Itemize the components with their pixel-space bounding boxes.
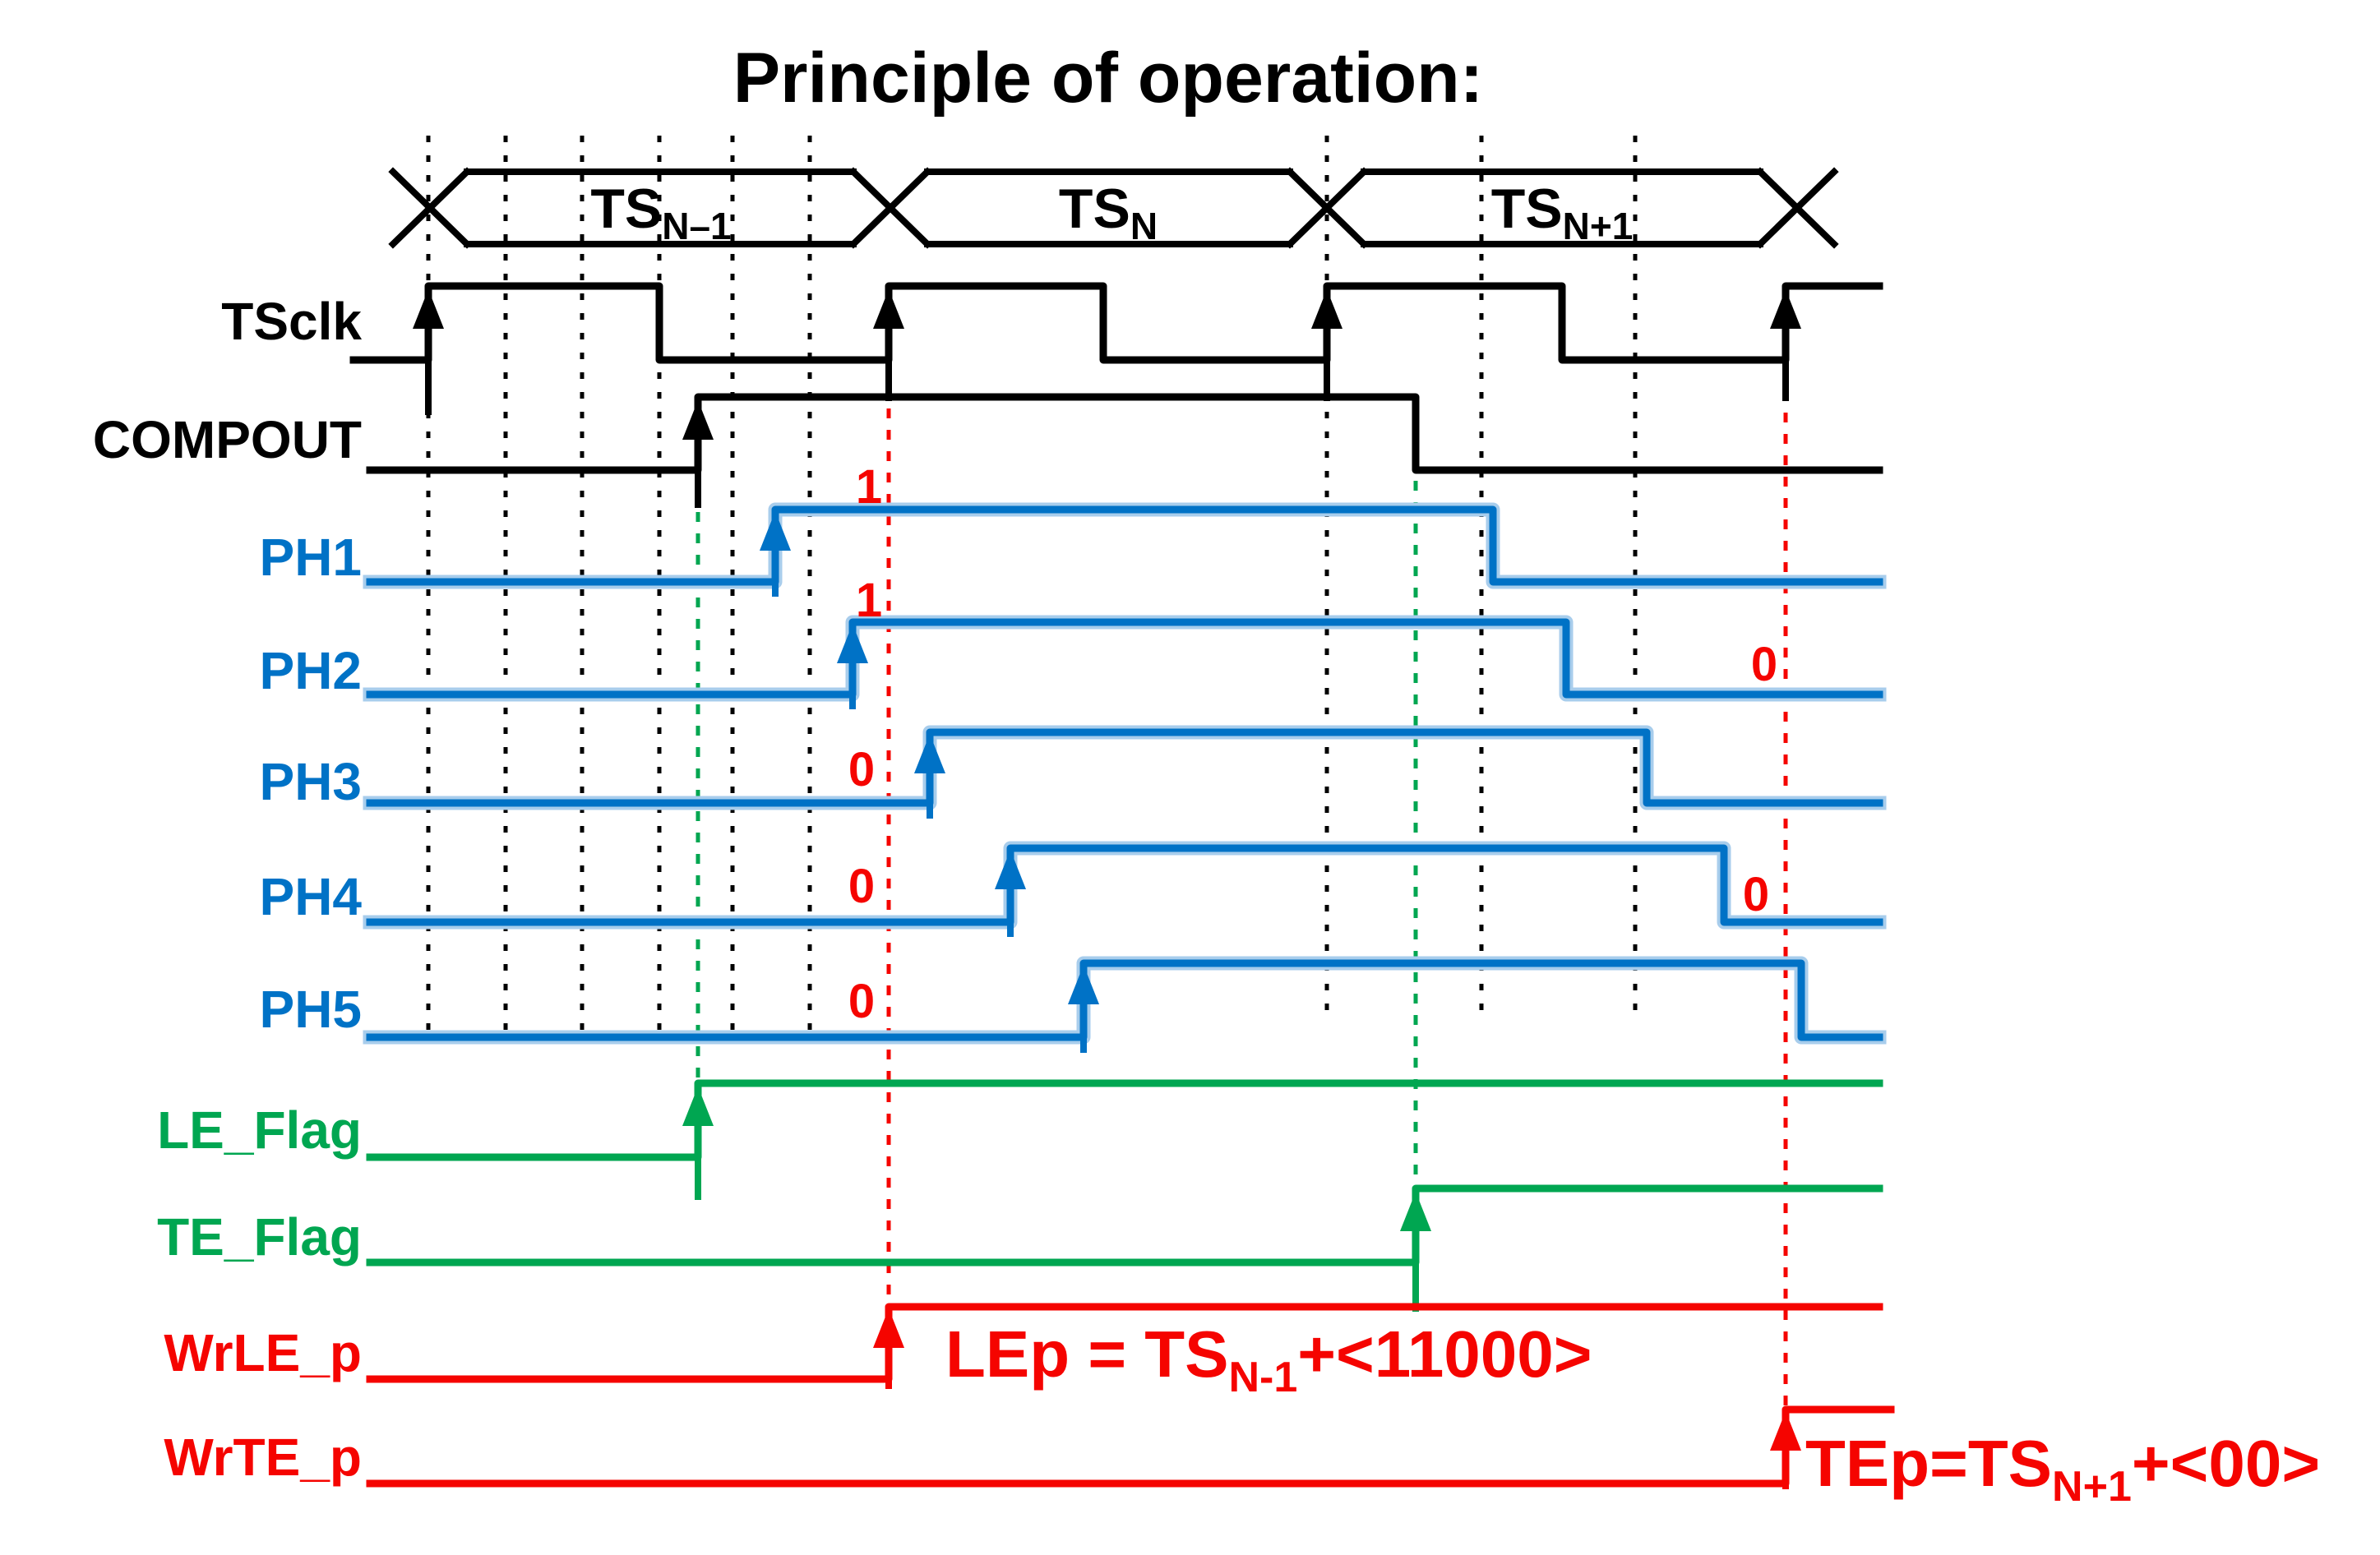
waveform-ph5 [366,959,1883,1041]
bus-rails [464,168,1763,247]
waveform-compout [366,393,1883,474]
bit-label-ph3: 0 [848,743,875,796]
bit-label-ph5: 0 [848,975,875,1028]
signal-label-wrte-p: WrTE_p [164,1428,362,1487]
bus-segment-name: TS [590,178,662,240]
waveform-ph2 [366,618,1883,699]
signal-label-le-flag: LE_Flag [157,1100,362,1160]
waveform-ph1-halo [363,502,1887,589]
signal-te-flag: TE_Flag [157,1184,1883,1312]
page-title: Principle of operation: [733,39,1484,118]
rising-edge-arrowhead [682,400,714,440]
lep-prefix: LEp = TS [945,1317,1229,1391]
waveform-ph1 [366,505,1883,586]
rising-edge-arrowhead [995,850,1026,889]
rising-edge-arrowhead [760,511,791,551]
signal-ph5: PH5 0 [260,956,1887,1053]
signal-label-te-flag: TE_Flag [157,1207,362,1267]
bus-segment-name: TS [1491,178,1563,240]
signal-le-flag: LE_Flag [157,1079,1883,1200]
rising-edge-arrowhead [1400,1192,1431,1231]
rising-edge-arrowhead [413,289,444,329]
waveform-wrte-p [366,1405,1895,1488]
bit-label-ph2-te: 0 [1751,638,1777,691]
lep-subscript: N-1 [1229,1354,1298,1401]
bit-label-ph4-te: 0 [1743,868,1769,921]
signal-label-ph1: PH1 [260,528,363,587]
signal-label-ph5: PH5 [260,980,363,1039]
signal-ph2: PH2 1 0 [260,574,1887,709]
waveform-ph4 [366,844,1883,926]
reference-gridlines [426,136,1788,1406]
signal-ph4: PH4 0 0 [260,841,1887,937]
rising-edge-arrowhead [837,624,868,663]
tep-subscript: N+1 [2052,1463,2132,1511]
annotation-lep: LEp = TSN-1+<11000> [945,1317,1592,1401]
signal-label-compout: COMPOUT [93,410,362,469]
rising-edge-arrowhead [1311,289,1343,329]
signal-label-ph2: PH2 [260,641,363,700]
waveform-ph4-halo [363,841,1887,930]
lep-suffix: +<11000> [1297,1317,1592,1391]
rising-edge-arrowhead [682,1087,714,1126]
rising-edge-arrowhead [1770,289,1801,329]
rising-edge-arrowhead [1068,965,1099,1004]
signal-label-wrle-p: WrLE_p [164,1323,362,1382]
tep-suffix: +<00> [2132,1427,2320,1500]
bus-crossings [388,167,1839,249]
waveform-le-flag [366,1079,1883,1161]
bit-label-ph2: 1 [856,574,882,627]
rising-edge-arrowhead [1770,1411,1801,1451]
annotation-tep: TEp=TSN+1+<00> [1805,1427,2320,1511]
tep-mid: =TS [1929,1427,2052,1500]
signal-compout: COMPOUT [93,393,1883,508]
bus-segment-sub: N+1 [1563,205,1634,247]
signal-wrte-p: WrTE_p TEp=TSN+1+<00> [164,1405,2320,1511]
signal-tsclk: TSclk [221,282,1883,415]
signal-label-tsclk: TSclk [221,292,362,351]
rising-edge-arrowhead [873,289,904,329]
waveform-ph3 [366,728,1883,807]
signal-label-ph4: PH4 [260,867,363,926]
signal-wrle-p: WrLE_p LEp = TSN-1+<11000> [164,1303,1883,1401]
bus-segment-name: TS [1059,178,1130,240]
signal-label-ph3: PH3 [260,752,363,811]
waveform-tsclk [349,282,1883,364]
bit-label-ph4: 0 [848,860,875,913]
rising-edge-arrowhead [873,1308,904,1348]
timeslot-bus: TSN–1 TSN TSN+1 [388,167,1839,249]
bus-segment-sub: N [1130,205,1158,247]
bus-segment-sub: N–1 [662,205,731,247]
tep-word: TEp [1805,1427,1929,1500]
waveform-ph2-halo [363,615,1887,702]
signal-ph3: PH3 0 [260,725,1887,819]
bus-segment-label-2: TSN+1 [1491,178,1634,247]
bus-segment-label-0: TSN–1 [590,178,731,247]
waveform-ph3-halo [363,725,1887,810]
waveform-ph5-halo [363,956,1887,1045]
rising-edge-arrowhead [914,734,945,773]
bit-label-ph1: 1 [856,460,882,514]
waveform-te-flag [366,1184,1883,1267]
bus-segment-label-1: TSN [1059,178,1158,247]
signal-ph1: PH1 1 [260,460,1887,597]
